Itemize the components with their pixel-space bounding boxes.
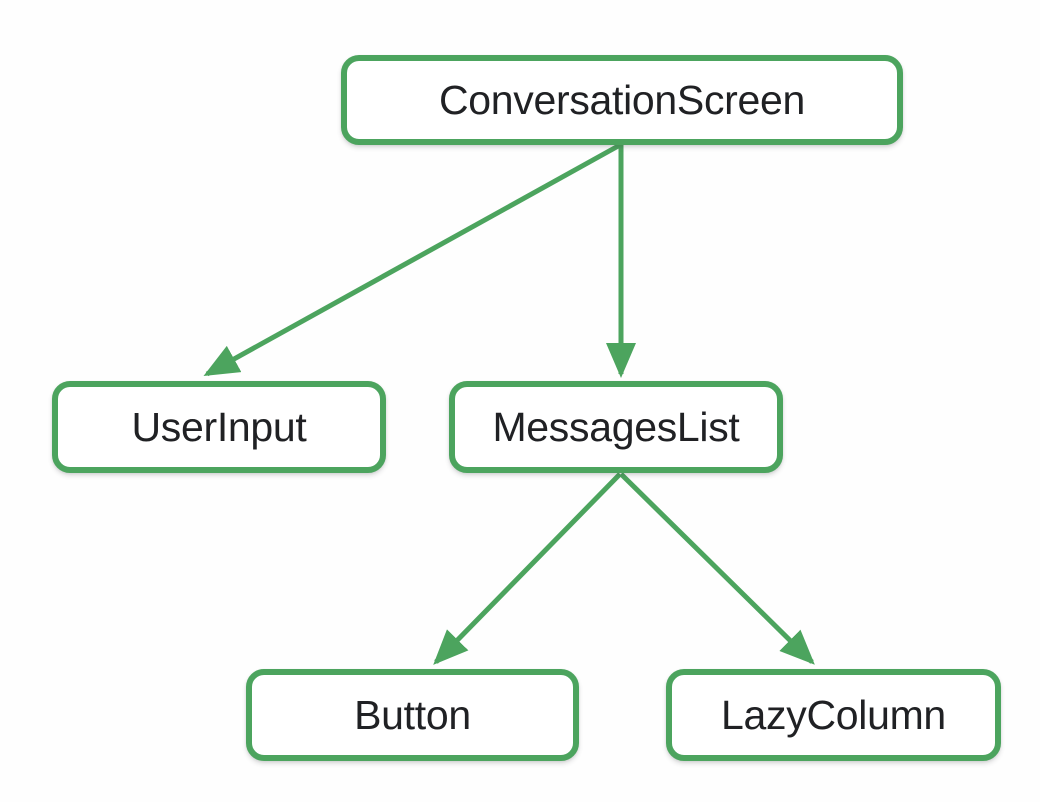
node-conversationscreen[interactable]: ConversationScreen bbox=[341, 55, 903, 145]
node-label: UserInput bbox=[131, 403, 307, 450]
node-lazycolumn[interactable]: LazyColumn bbox=[666, 669, 1001, 761]
node-button[interactable]: Button bbox=[246, 669, 579, 761]
edge-messageslist-to-lazycolumn bbox=[619, 472, 815, 665]
node-label: MessagesList bbox=[492, 403, 740, 450]
node-messageslist[interactable]: MessagesList bbox=[449, 381, 783, 473]
edge-messageslist-to-button bbox=[433, 472, 622, 665]
node-label: ConversationScreen bbox=[438, 76, 806, 123]
node-label: LazyColumn bbox=[721, 691, 946, 738]
node-label: Button bbox=[354, 691, 471, 738]
edge-conversationscreen-to-userinput bbox=[203, 142, 622, 377]
node-userinput[interactable]: UserInput bbox=[52, 381, 386, 473]
